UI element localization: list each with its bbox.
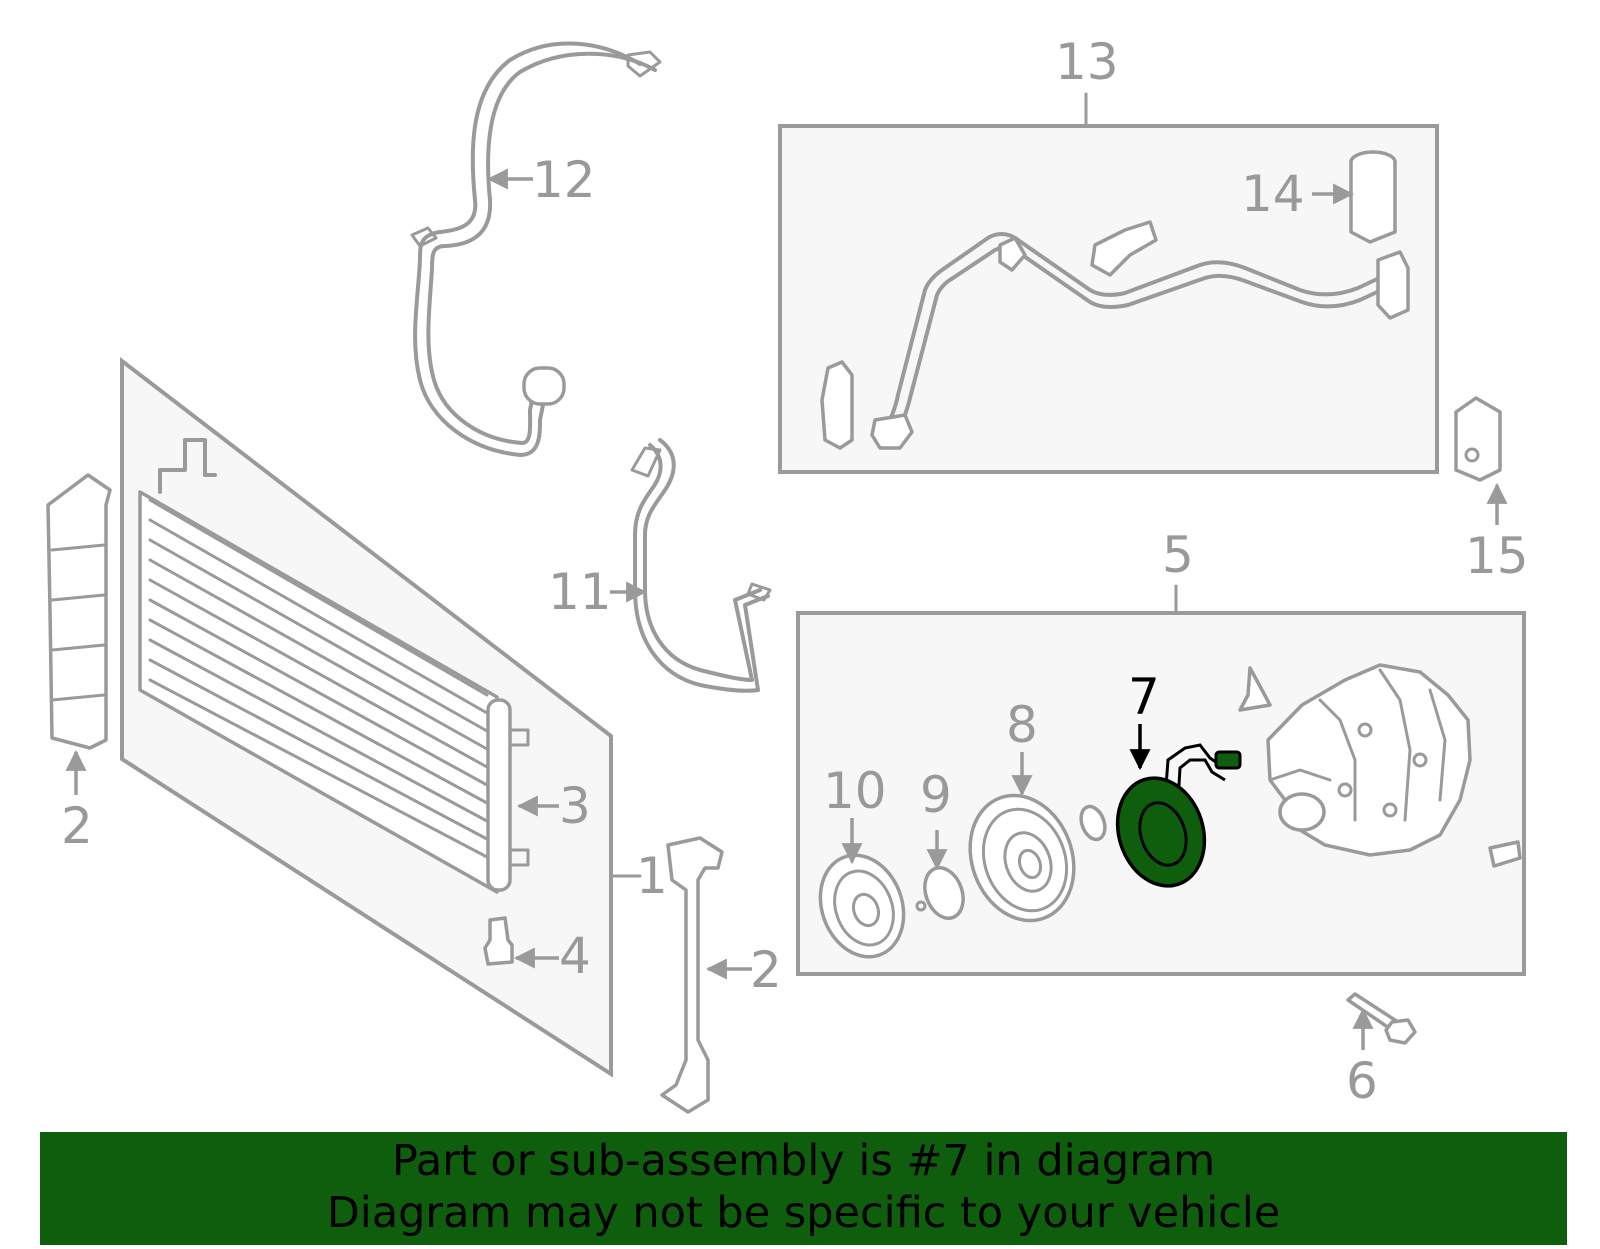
info-banner: Part or sub-assembly is #7 in diagram Di… <box>40 1132 1567 1245</box>
leader-lines <box>65 92 1508 1050</box>
left-air-seal <box>46 473 112 750</box>
callout-11: 11 <box>548 563 612 621</box>
callout-7: 7 <box>1128 668 1160 726</box>
callout-1: 1 <box>636 847 668 905</box>
callout-2-right: 2 <box>750 941 782 999</box>
callout-labels: 1 2 2 3 4 5 6 7 8 9 10 11 12 13 14 15 <box>61 33 1529 1110</box>
drier-bolt <box>483 916 514 966</box>
callout-14: 14 <box>1241 165 1305 223</box>
hose-11 <box>630 438 772 693</box>
right-air-seal <box>660 836 724 1114</box>
condenser-core <box>138 438 530 894</box>
expansion-valve <box>1349 150 1397 244</box>
callout-5: 5 <box>1162 526 1194 584</box>
callout-9: 9 <box>920 766 952 824</box>
callout-12: 12 <box>532 151 596 209</box>
callout-13: 13 <box>1055 33 1119 91</box>
banner-line-part: Part or sub-assembly is #7 in diagram <box>391 1136 1216 1186</box>
banner-line-disclaimer: Diagram may not be specific to your vehi… <box>326 1188 1281 1238</box>
line-assembly-panel <box>778 124 1439 474</box>
callout-6: 6 <box>1346 1052 1378 1110</box>
field-coil-highlighted[interactable] <box>1104 743 1242 897</box>
callout-10: 10 <box>823 762 887 820</box>
callout-4: 4 <box>559 927 591 985</box>
callout-2-left: 2 <box>61 797 93 855</box>
compressor-bolt <box>1346 992 1417 1045</box>
callout-3: 3 <box>559 777 591 835</box>
callout-8: 8 <box>1006 696 1038 754</box>
pulley <box>968 793 1107 923</box>
callout-15: 15 <box>1465 527 1529 585</box>
compressor-body <box>1238 663 1522 868</box>
hose-12 <box>410 41 662 457</box>
bracket-15 <box>1454 396 1502 482</box>
